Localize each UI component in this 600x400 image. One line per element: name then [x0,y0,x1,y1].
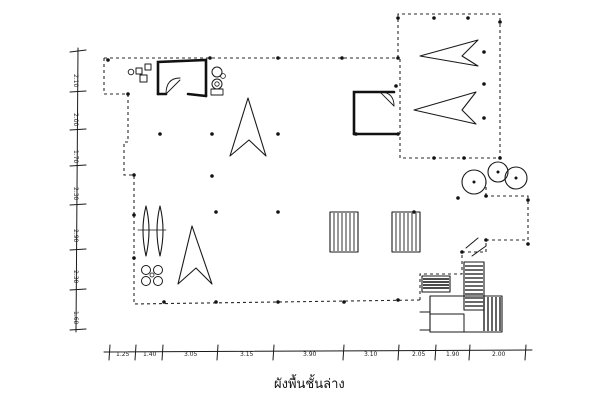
bottom-dim-label: 2.00 [492,351,506,358]
bottom-dim-label: 3.05 [184,351,198,358]
left-dim-label: 2.10 [72,74,79,88]
bottom-dimension-line [103,344,533,361]
staircase [419,237,503,333]
left-dimension-line [69,47,87,333]
bottom-dim-label: 3.15 [240,351,254,358]
left-dim-label: 2.30 [72,270,79,284]
bottom-dim-label: 1.90 [446,351,460,358]
tree-icons [461,161,528,195]
bottom-dim-label: 3.90 [303,351,317,358]
bottom-dim-label: 2.05 [412,351,426,358]
utility-room [352,90,398,136]
bottom-dim-label: 1.25 [116,351,130,358]
structural-columns [106,16,530,304]
bottom-dim-label: 3.10 [364,351,378,358]
restroom-block [127,58,226,98]
left-dimension-labels: 2.10 2.00 1.70 2.30 2.90 2.30 1.60 [72,74,79,325]
left-dim-label: 1.70 [72,150,79,164]
building-outline [103,13,529,305]
left-furniture [137,205,167,286]
left-dim-label: 2.90 [72,229,79,243]
drawing-caption: ผังพื้นชั้นล่าง [274,374,345,392]
left-dim-label: 1.60 [72,311,79,325]
left-dim-label: 2.30 [72,187,79,201]
bottom-dim-label: 1.40 [143,351,157,358]
hatched-tables [329,211,421,253]
left-dim-label: 2.00 [72,113,79,127]
arrow-icons [177,39,479,285]
bottom-dimension-labels: 1.25 1.40 3.05 3.15 3.90 3.10 2.05 1.90 … [116,351,506,358]
